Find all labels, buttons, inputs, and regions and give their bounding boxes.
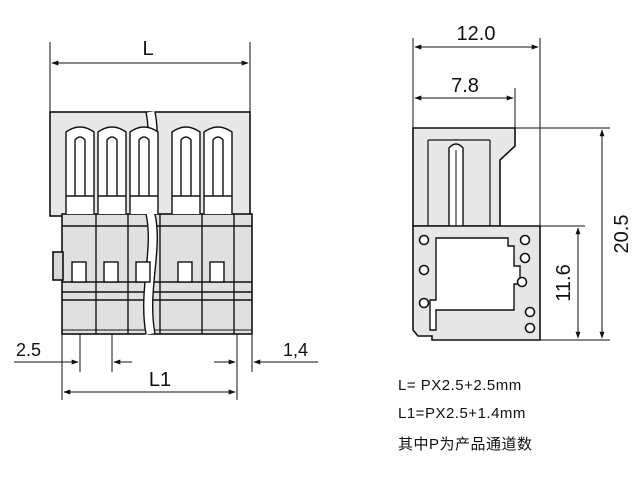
mount-hole bbox=[418, 297, 430, 309]
note-line-2: L1=PX2.5+1.4mm bbox=[398, 405, 526, 422]
dim-l1-label: L1 bbox=[149, 369, 171, 391]
dim-offset-label: 1,4 bbox=[283, 340, 308, 360]
dim-l bbox=[49, 42, 251, 112]
dim-lower-height bbox=[540, 225, 585, 339]
dim-lower-height-label: 11.6 bbox=[553, 264, 575, 301]
mount-hole bbox=[516, 276, 528, 288]
dim-width bbox=[412, 38, 541, 226]
pin-slot-inner bbox=[138, 136, 150, 196]
dim-l-label: L bbox=[142, 38, 153, 60]
pin-slot bbox=[97, 126, 127, 214]
dim-pitch-label: 2.5 bbox=[16, 340, 41, 360]
dim-width-label: 12.0 bbox=[457, 23, 496, 45]
mount-hole bbox=[519, 252, 531, 264]
front-pin-slots bbox=[65, 126, 233, 214]
dim-height-label: 20.5 bbox=[611, 215, 633, 254]
cavity-window bbox=[135, 261, 151, 283]
front-cavities bbox=[71, 214, 235, 334]
pin-slot bbox=[171, 126, 201, 214]
dim-pitch bbox=[14, 334, 132, 400]
pin-slot-inner bbox=[212, 136, 224, 196]
dim-height bbox=[515, 127, 610, 341]
cavity-window bbox=[103, 261, 119, 283]
side-view bbox=[412, 127, 541, 341]
cavity-window bbox=[177, 261, 193, 283]
cavity-window bbox=[71, 261, 87, 283]
mount-hole bbox=[519, 234, 531, 246]
dim-inner-width-label: 7.8 bbox=[451, 75, 479, 97]
dim-inner-width bbox=[414, 88, 516, 128]
front-latch bbox=[52, 251, 64, 281]
pin-slot-inner bbox=[180, 136, 192, 196]
pin-slot bbox=[129, 126, 159, 214]
side-mount-holes bbox=[418, 234, 536, 334]
side-inner-opening bbox=[429, 237, 521, 331]
note-line-1: L= PX2.5+2.5mm bbox=[398, 377, 522, 394]
mount-hole bbox=[524, 322, 536, 334]
pin-slot-inner bbox=[106, 136, 118, 196]
pin-slot-inner bbox=[74, 136, 86, 196]
dim-offset bbox=[214, 334, 318, 400]
mount-hole bbox=[418, 264, 430, 276]
mount-hole bbox=[418, 234, 430, 246]
note-line-3: 其中P为产品通道数 bbox=[398, 436, 533, 453]
cavity-window bbox=[209, 261, 225, 283]
mount-hole bbox=[524, 306, 536, 318]
pin-slot bbox=[203, 126, 233, 214]
pin-slot bbox=[65, 126, 95, 214]
